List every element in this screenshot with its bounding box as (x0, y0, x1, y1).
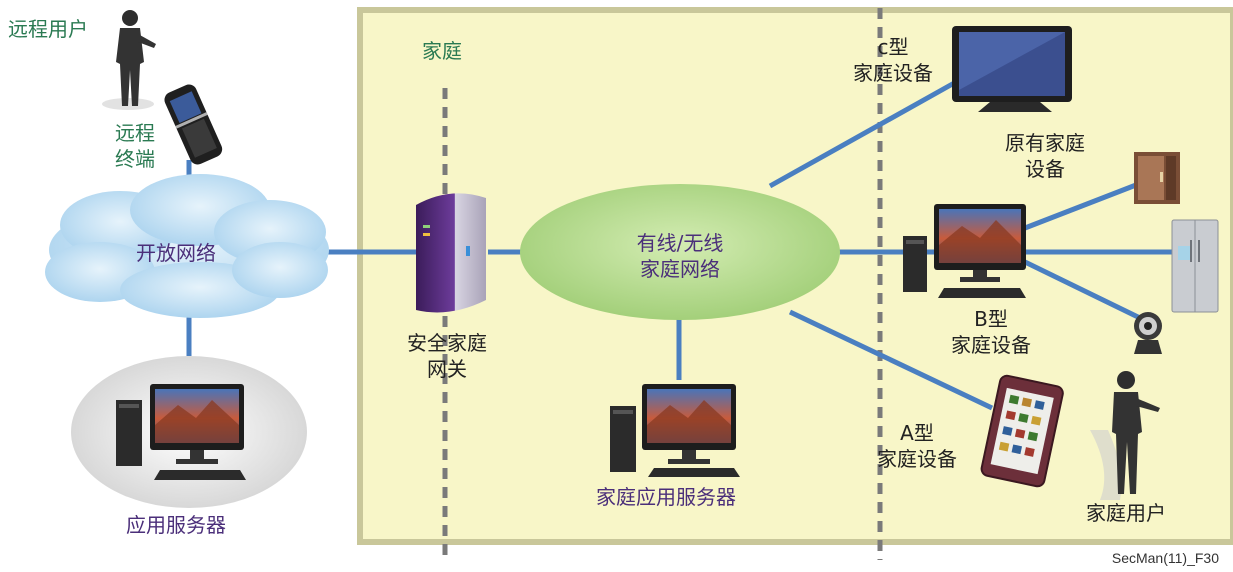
figure-caption: SecMan(11)_F30 (1111, 550, 1219, 566)
legacy-device-label-line2: 设备 (1025, 157, 1065, 181)
remote-user-figure (102, 10, 156, 110)
link-typeb-cabinet (1024, 182, 1137, 231)
legacy-cabinet-icon (1134, 152, 1180, 204)
security-gateway-label-line2: 网关 (427, 357, 467, 381)
home-zone-label: 家庭 (422, 39, 462, 63)
home-user-label: 家庭用户 (1086, 501, 1166, 525)
network-links (186, 79, 1172, 411)
legacy-device-label-line1: 原有家庭 (1005, 131, 1085, 155)
type-b-device-label: B型 家庭设备 (936, 306, 1046, 358)
fridge-icon (1171, 219, 1219, 313)
link-typeb-camera (1023, 259, 1142, 321)
security-gateway-label-line1: 安全家庭 (407, 331, 487, 355)
remote-user-label: 远程用户 (8, 17, 88, 41)
security-gateway-label: 安全家庭 网关 (392, 330, 502, 382)
type-c-tv-icon (952, 26, 1072, 112)
link-homenet-typec (768, 79, 958, 189)
type-b-computer-icon (903, 204, 1026, 298)
app-server-icon (71, 356, 307, 508)
type-c-device-label: c型 家庭设备 (838, 34, 948, 86)
legacy-device-label: 原有家庭 设备 (990, 130, 1100, 182)
type-c-device-label-line2: 家庭设备 (853, 61, 933, 85)
open-network-label: 开放网络 (136, 241, 216, 265)
type-a-device-label: A型 家庭设备 (862, 420, 972, 472)
webcam-icon (1134, 312, 1162, 354)
home-network-oval (520, 184, 840, 320)
home-network-label: 有线/无线 家庭网络 (600, 230, 760, 282)
remote-phone-icon (164, 84, 223, 165)
type-b-device-label-line1: B型 (974, 307, 1008, 331)
type-a-tablet-icon (980, 374, 1064, 488)
type-c-device-label-line1: c型 (877, 35, 909, 59)
home-user-figure (1090, 371, 1160, 500)
home-network-label-line2: 家庭网络 (640, 257, 720, 281)
open-network-cloud (45, 174, 329, 318)
remote-terminal-label-line2: 终端 (115, 147, 155, 171)
remote-terminal-label: 远程 终端 (110, 120, 160, 172)
app-server-label: 应用服务器 (126, 513, 226, 537)
type-b-device-label-line2: 家庭设备 (951, 333, 1031, 357)
type-a-device-label-line2: 家庭设备 (877, 447, 957, 471)
home-network-label-line1: 有线/无线 (636, 231, 724, 255)
home-app-server-icon (610, 384, 740, 477)
home-app-server-label: 家庭应用服务器 (596, 485, 736, 509)
type-a-device-label-line1: A型 (900, 421, 934, 445)
link-homenet-typea (788, 309, 994, 411)
remote-terminal-label-line1: 远程 (115, 121, 155, 145)
security-gateway-icon (416, 193, 486, 313)
